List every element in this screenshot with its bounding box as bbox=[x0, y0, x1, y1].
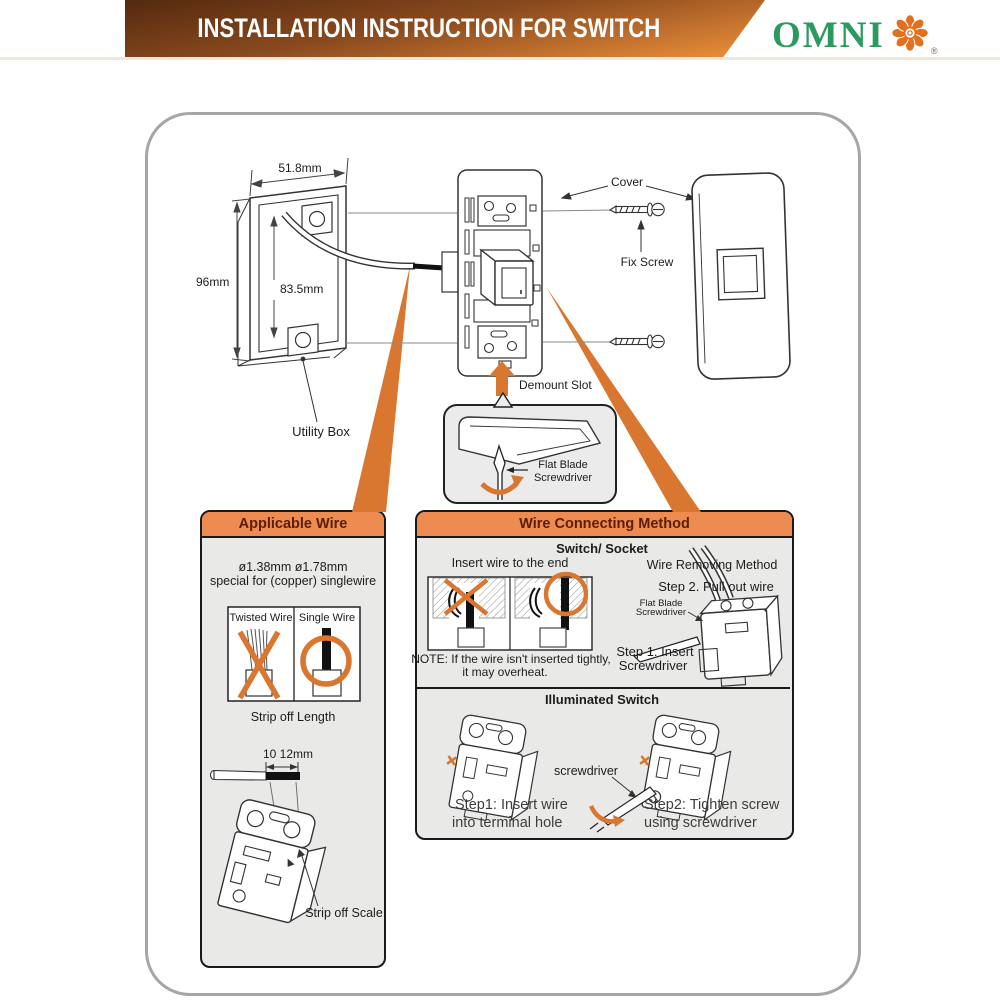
utility-box-label: Utility Box bbox=[292, 424, 350, 439]
wire-connecting-header: Wire Connecting Method bbox=[417, 512, 792, 538]
wc-section-divider bbox=[415, 687, 790, 689]
demount-demo-box bbox=[443, 404, 617, 504]
cover-label: Cover bbox=[610, 175, 644, 189]
screwdriver-label: screwdriver bbox=[554, 764, 618, 778]
fix-screw-label: Fix Screw bbox=[620, 255, 674, 269]
strip-dimension-label: 10 12mm bbox=[262, 747, 314, 761]
flat-blade-label-2: Screwdriver bbox=[533, 472, 593, 484]
flat-blade-label-1: Flat Blade bbox=[538, 459, 588, 471]
banner-underline bbox=[0, 57, 1000, 60]
single-wire-label: Single Wire bbox=[298, 612, 356, 624]
dim-height-label: 96mm bbox=[196, 275, 230, 289]
applicable-wire-header: Applicable Wire bbox=[202, 512, 384, 538]
strip-off-scale-label: Strip off Scale bbox=[305, 906, 383, 920]
wc-flat-blade-1: Flat Blade bbox=[639, 598, 683, 609]
il-step2-line2: using screwdriver bbox=[644, 815, 757, 831]
il-step2-line1: Step2: Tighten screw bbox=[644, 797, 780, 813]
step2-pull-label: Step 2. Pull out wire bbox=[658, 579, 774, 594]
illuminated-heading: Illuminated Switch bbox=[544, 692, 660, 707]
wire-removing-heading: Wire Removing Method bbox=[646, 558, 778, 572]
strip-off-length-label: Strip off Length bbox=[250, 710, 336, 724]
brand-logo: OMNI ® bbox=[772, 12, 962, 58]
wire-spec-line2: special for (copper) singlewire bbox=[209, 574, 377, 588]
wc-flat-blade-2: Screwdriver bbox=[635, 607, 687, 618]
dim-width-label: 51.8mm bbox=[278, 161, 322, 175]
brand-name: OMNI bbox=[772, 14, 885, 56]
demount-slot-label: Demount Slot bbox=[519, 378, 592, 392]
insert-wire-label: Insert wire to the end bbox=[451, 556, 569, 570]
omni-flower-icon bbox=[891, 14, 929, 52]
step1-insert-2: Screwdriver bbox=[618, 658, 688, 673]
switch-socket-heading: Switch/ Socket bbox=[556, 541, 648, 556]
il-step1-line2: into terminal hole bbox=[452, 815, 563, 831]
registered-mark: ® bbox=[930, 46, 938, 56]
twisted-wire-label: Twisted Wire bbox=[229, 612, 293, 624]
dim-inner-label: 83.5mm bbox=[280, 282, 324, 296]
note-line2: it may overheat. bbox=[462, 665, 548, 679]
header-banner: INSTALLATION INSTRUCTION FOR SWITCH bbox=[125, 0, 765, 57]
wire-spec-line1: ø1.38mm ø1.78mm bbox=[238, 560, 348, 574]
page-title: INSTALLATION INSTRUCTION FOR SWITCH bbox=[197, 13, 661, 43]
note-line1: NOTE: If the wire isn't inserted tightly… bbox=[411, 652, 611, 666]
il-step1-line1: Step1: Insert wire bbox=[455, 797, 568, 813]
